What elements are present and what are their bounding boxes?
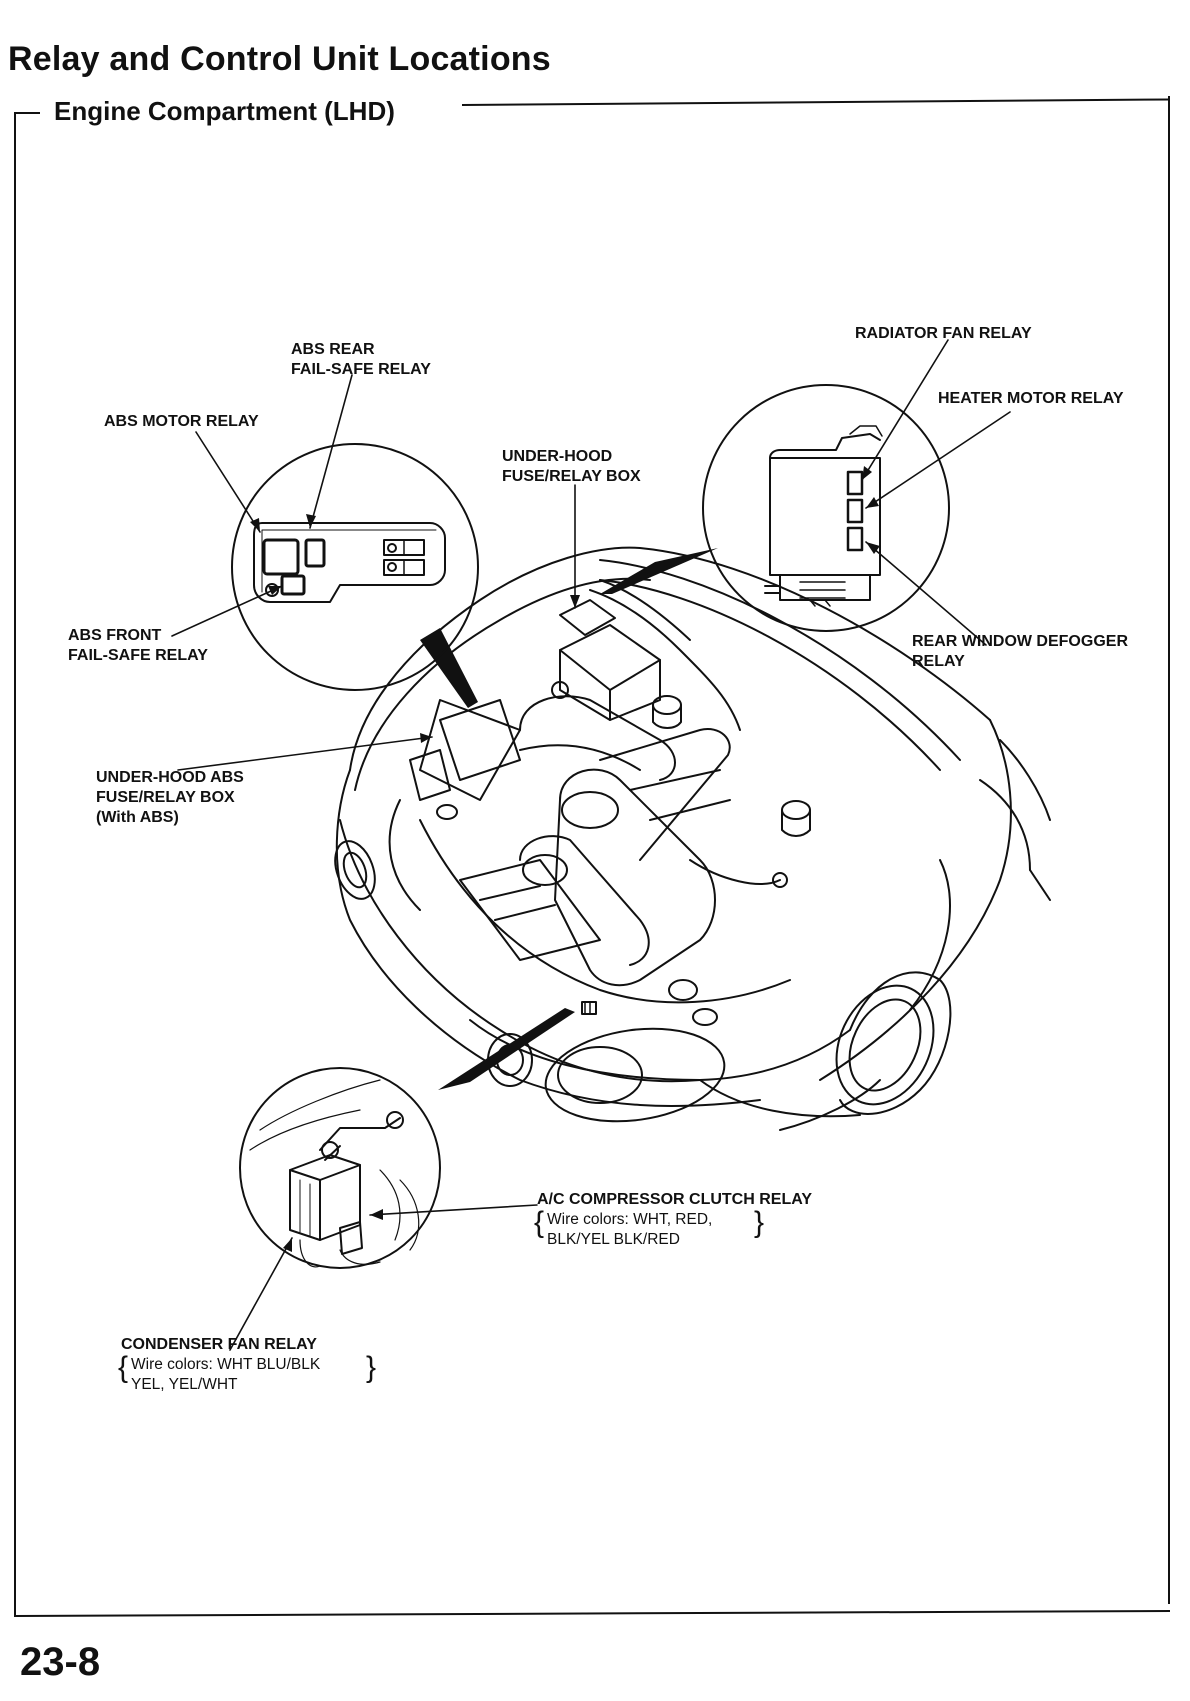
page-number: 23-8 <box>20 1640 101 1684</box>
bracket-close-ac: } <box>754 1206 765 1239</box>
label-wire-colors-line2: BLK/YEL BLK/RED <box>547 1231 680 1248</box>
leader-abs-motor <box>195 431 261 533</box>
label-under-hood-fuse-relay-box: UNDER-HOOD FUSE/RELAY BOX <box>502 447 641 487</box>
label-line: FAIL-SAFE RELAY <box>291 361 431 378</box>
label-title: A/C COMPRESSOR CLUTCH RELAY <box>537 1191 812 1208</box>
label-abs-rear-fail-safe-relay: ABS REAR FAIL-SAFE RELAY <box>291 340 431 380</box>
label-under-hood-abs-fuse-relay-box: UNDER-HOOD ABS FUSE/RELAY BOX (With ABS) <box>96 768 244 828</box>
label-line: FAIL-SAFE RELAY <box>68 647 208 664</box>
section-heading: Engine Compartment (LHD) <box>46 96 403 127</box>
label-line: ABS REAR <box>291 341 375 358</box>
leader-underhood-abs <box>177 736 433 771</box>
leader-rear-defogger <box>865 541 987 646</box>
label-condenser-fan-relay: CONDENSER FAN RELAY Wire colors: WHT BLU… <box>121 1335 320 1395</box>
label-abs-motor-relay: ABS MOTOR RELAY <box>104 413 259 430</box>
frame-top-border-left <box>14 112 40 114</box>
leader-heater-motor <box>865 411 1011 509</box>
car-body-drawing <box>334 546 1051 1131</box>
label-line: ABS FRONT <box>68 627 162 644</box>
leader-abs-rear <box>309 374 353 529</box>
condenser-relay-inset <box>239 1067 441 1269</box>
label-radiator-fan-relay: RADIATOR FAN RELAY <box>855 325 1032 342</box>
frame-right-border <box>1168 96 1170 1604</box>
label-wire-colors-line2: YEL, YEL/WHT <box>131 1376 238 1393</box>
label-line: FUSE/RELAY BOX <box>502 468 641 485</box>
under-hood-box-inset <box>702 384 950 632</box>
callout-wedges <box>420 548 718 1090</box>
leader-arrowheads <box>250 466 880 1252</box>
label-line: RELAY <box>912 653 965 670</box>
label-line: REAR WINDOW DEFOGGER <box>912 633 1128 650</box>
label-line: UNDER-HOOD ABS <box>96 769 244 786</box>
leader-ac-clutch <box>369 1204 538 1216</box>
engine-components-drawing <box>409 579 811 1026</box>
leader-condenser-fan <box>229 1237 293 1351</box>
label-title: CONDENSER FAN RELAY <box>121 1336 317 1353</box>
leader-lines <box>171 339 1011 1351</box>
label-line: UNDER-HOOD <box>502 448 613 465</box>
label-line: FUSE/RELAY BOX <box>96 789 235 806</box>
leader-abs-front <box>171 585 283 637</box>
bracket-close-condenser: } <box>366 1351 377 1384</box>
label-rear-window-defogger-relay: REAR WINDOW DEFOGGER RELAY <box>912 632 1128 672</box>
leader-radiator-fan <box>861 339 949 481</box>
page-title: Relay and Control Unit Locations <box>8 40 551 78</box>
frame-left-border <box>14 112 16 1617</box>
label-wire-colors-line1: Wire colors: WHT BLU/BLK <box>131 1356 321 1373</box>
bracket-open-condenser: { <box>118 1351 129 1384</box>
label-ac-compressor-clutch-relay: A/C COMPRESSOR CLUTCH RELAY Wire colors:… <box>537 1190 812 1250</box>
label-heater-motor-relay: HEATER MOTOR RELAY <box>938 390 1124 407</box>
label-wire-colors-line1: Wire colors: WHT, RED, <box>547 1211 713 1228</box>
bracket-open-ac: { <box>534 1206 545 1239</box>
label-line: (With ABS) <box>96 809 179 826</box>
label-abs-front-fail-safe-relay: ABS FRONT FAIL-SAFE RELAY <box>68 626 208 666</box>
